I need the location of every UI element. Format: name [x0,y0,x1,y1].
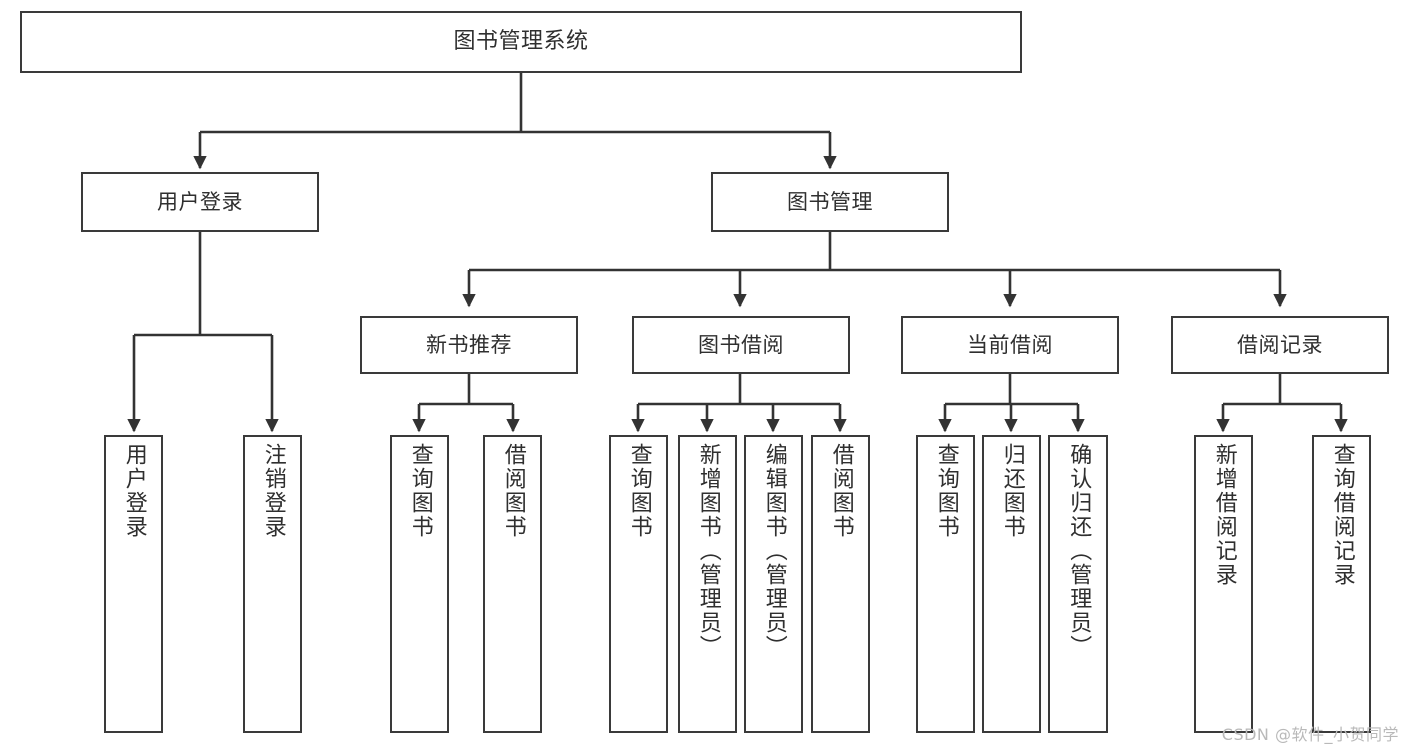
node-label: 用户登录 [157,189,243,214]
node-label: 查询借阅记录 [1329,443,1355,587]
node-label: 图书管理系统 [453,29,589,55]
node-borrow-record[interactable]: 借阅记录 [1171,316,1389,374]
node-label: 图书借阅 [698,332,784,357]
node-label: 当前借阅 [967,332,1053,357]
node-book-management[interactable]: 图书管理 [711,172,949,232]
node-leaf-search-borrow-record[interactable]: 查询借阅记录 [1312,435,1371,733]
node-label: 用户登录 [121,443,147,539]
node-leaf-confirm-return-admin[interactable]: 确认归还（管理员） [1048,435,1108,733]
node-new-book-recommend[interactable]: 新书推荐 [360,316,578,374]
node-leaf-search-book-newbook[interactable]: 查询图书 [390,435,449,733]
node-book-borrow[interactable]: 图书借阅 [632,316,850,374]
node-leaf-logout[interactable]: 注销登录 [243,435,302,733]
node-leaf-search-book-borrow[interactable]: 查询图书 [609,435,668,733]
node-label: 图书管理 [787,189,873,214]
node-label: 新书推荐 [426,332,512,357]
node-leaf-add-borrow-record[interactable]: 新增借阅记录 [1194,435,1253,733]
node-label: 注销登录 [260,443,286,539]
node-label: 借阅图书 [500,443,526,539]
node-label: 归还图书 [999,443,1025,539]
node-label: 借阅图书 [828,443,854,539]
csdn-watermark: CSDN @软件_小贺同学 [1221,725,1399,744]
node-leaf-add-book-admin[interactable]: 新增图书（管理员） [678,435,737,733]
node-label: 确认归还（管理员） [1066,443,1092,659]
node-label: 查询图书 [407,443,433,539]
node-leaf-edit-book-admin[interactable]: 编辑图书（管理员） [744,435,803,733]
node-leaf-user-login[interactable]: 用户登录 [104,435,163,733]
node-label: 查询图书 [933,443,959,539]
node-label: 查询图书 [626,443,652,539]
node-label: 新增借阅记录 [1211,443,1237,587]
node-label: 借阅记录 [1237,332,1323,357]
node-leaf-borrow-book[interactable]: 借阅图书 [811,435,870,733]
node-leaf-search-book-current[interactable]: 查询图书 [916,435,975,733]
node-label: 编辑图书（管理员） [761,443,787,659]
node-leaf-borrow-book-newbook[interactable]: 借阅图书 [483,435,542,733]
node-leaf-return-book[interactable]: 归还图书 [982,435,1041,733]
node-root-system[interactable]: 图书管理系统 [20,11,1022,73]
node-label: 新增图书（管理员） [695,443,721,659]
node-user-login[interactable]: 用户登录 [81,172,319,232]
node-current-borrow[interactable]: 当前借阅 [901,316,1119,374]
